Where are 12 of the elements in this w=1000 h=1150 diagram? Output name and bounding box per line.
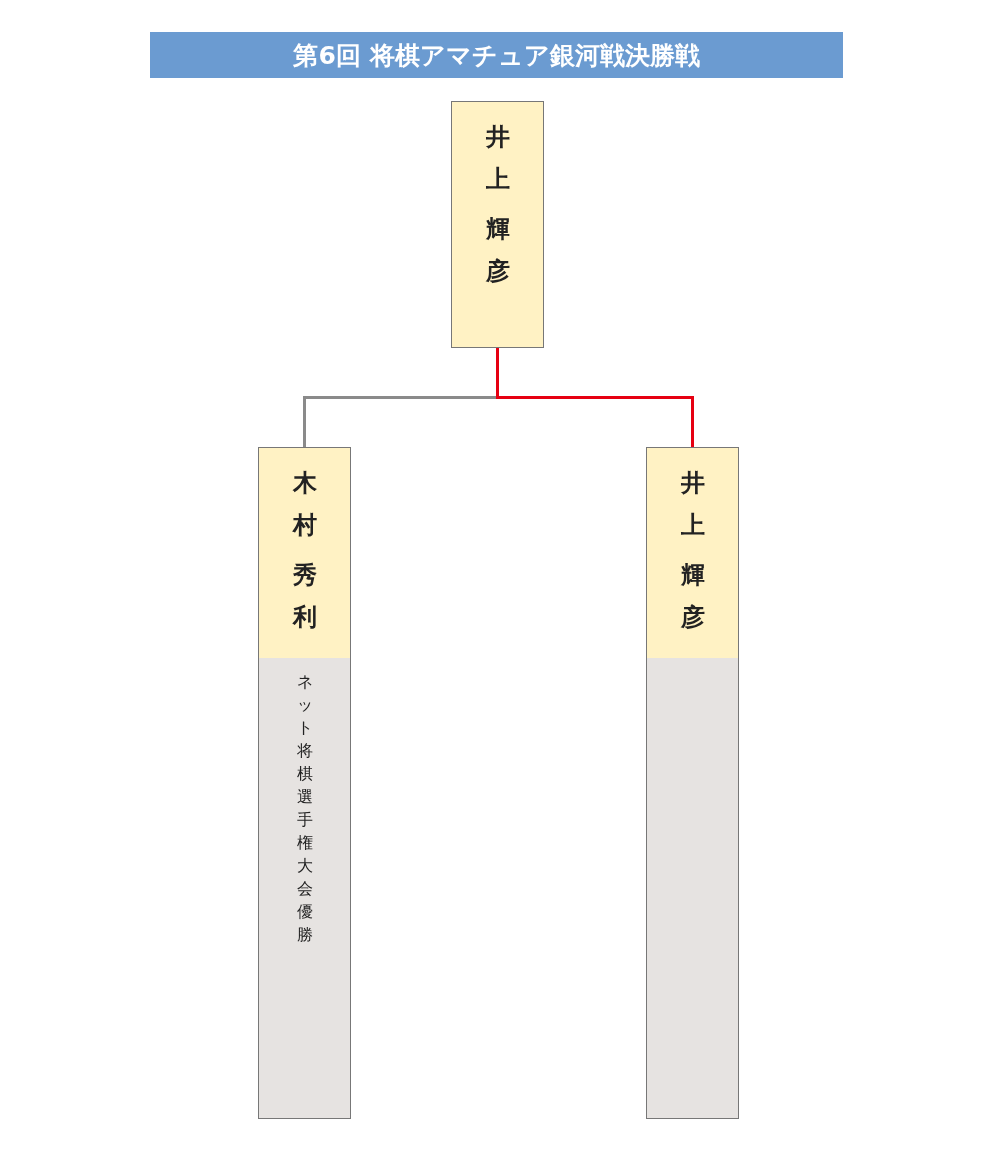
player-name: 井上 [485, 122, 510, 195]
bracket-line [496, 348, 694, 447]
player-card [646, 447, 739, 1119]
player-card [258, 447, 351, 1119]
player-name: 秀利 [292, 560, 317, 633]
player-card [451, 101, 544, 348]
player-name: 木村 [292, 468, 317, 541]
player-record: ネット将棋選手権大会優勝 [296, 671, 313, 946]
player-name: 輝彦 [485, 214, 510, 287]
player-name: 輝彦 [680, 560, 705, 633]
title-bar: 第6回 将棋アマチュア銀河戦決勝戦 [150, 32, 843, 78]
player-name: 井上 [680, 468, 705, 541]
